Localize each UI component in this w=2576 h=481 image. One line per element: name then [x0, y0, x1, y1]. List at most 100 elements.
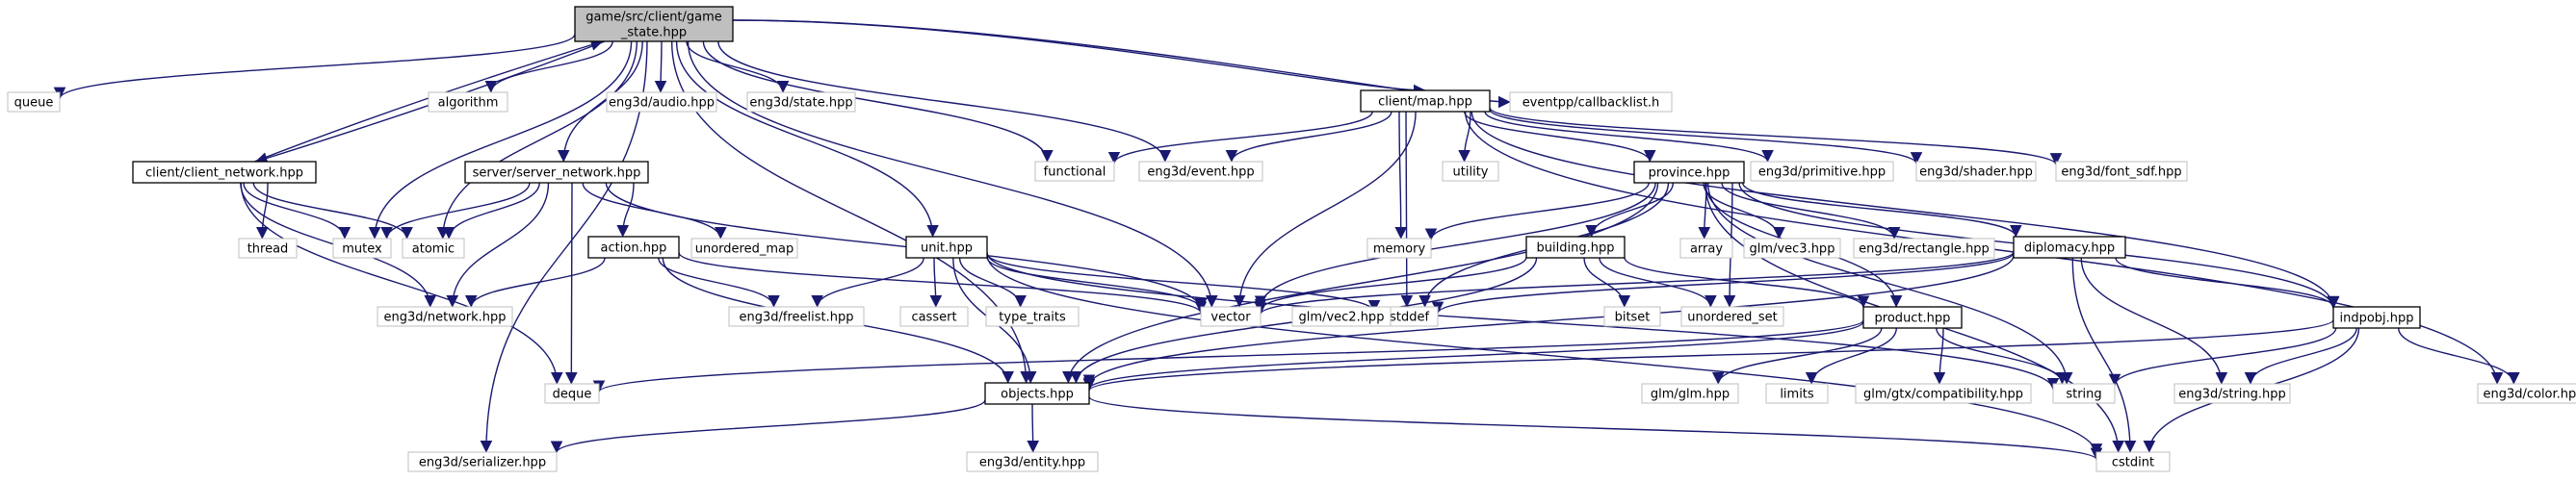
node-label: objects.hpp: [1001, 388, 1074, 402]
edge-arrow: [1088, 395, 2102, 461]
edge-diplomacy-to-cstdint: [2071, 257, 2137, 453]
node-box: [1855, 383, 2032, 404]
node-unit[interactable]: unit.hpp: [905, 236, 988, 259]
edge-game-state-to-server-network: [557, 40, 643, 163]
node-indpobj[interactable]: indpobj.hpp: [2332, 306, 2421, 329]
edge-arrow: [593, 319, 1864, 393]
edge-game-state-to-algorithm: [484, 40, 613, 93]
edge-arrow: [252, 182, 413, 240]
edge-objects-to-serializer: [550, 399, 986, 454]
edge-server-network-to-mutex: [380, 182, 531, 240]
node-box: [1641, 383, 1739, 404]
edge-map-to-utility: [1458, 111, 1471, 163]
node-label: server/server_network.hpp: [473, 166, 641, 181]
node-action[interactable]: action.hpp: [587, 236, 680, 259]
edge-server-network-to-atomic: [442, 182, 540, 240]
node-box: [377, 306, 513, 327]
edge-arrow: [1484, 111, 1774, 163]
edge-game-state-to-serializer: [480, 40, 648, 453]
edge-arrow: [2398, 327, 2520, 385]
node-label: eng3d/serializer.hpp: [419, 456, 546, 470]
node-label: eng3d/network.hpp: [383, 311, 506, 325]
node-label: product.hpp: [1875, 312, 1951, 326]
node-box: [7, 91, 61, 113]
node-product[interactable]: product.hpp: [1862, 306, 1963, 329]
node-label: client/map.hpp: [1378, 95, 1472, 110]
edge-game-state-to-unit: [675, 40, 939, 238]
edge-building-to-vector: [1254, 257, 1527, 312]
edge-arrow: [732, 19, 1426, 97]
edge-arrow: [1062, 182, 1659, 384]
node-string: string: [2052, 383, 2116, 404]
node-game-state[interactable]: game/src/client/game_state.hpp: [574, 6, 734, 42]
node-box: [132, 161, 317, 184]
edge-arrow: [557, 40, 643, 163]
node-box: [1633, 161, 1745, 184]
node-label: eng3d/string.hpp: [2178, 388, 2286, 402]
node-box: [1291, 306, 1392, 327]
node-label: diplomacy.hpp: [2024, 241, 2115, 256]
node-box: [905, 236, 988, 259]
node-utility: utility: [1442, 161, 1499, 182]
edge-map-to-indpobj: [1470, 111, 2340, 309]
edge-game-state-to-queue: [53, 34, 576, 100]
edge-province-to-string: [1706, 182, 2073, 385]
edge-indpobj-to-eng-string: [2244, 327, 2357, 385]
edge-arrow: [464, 257, 606, 308]
edge-arrow: [732, 19, 1511, 109]
node-label: algorithm: [438, 96, 499, 111]
node-deque: deque: [544, 383, 600, 404]
node-label: utility: [1453, 165, 1489, 180]
edge-arrow: [958, 257, 1027, 308]
edge-arrow: [2115, 257, 2340, 309]
edge-arrow: [1721, 182, 1901, 240]
edge-arrow: [436, 40, 638, 240]
edge-arrow: [368, 40, 633, 240]
node-cstdint: cstdint: [2095, 451, 2171, 472]
node-map[interactable]: client/map.hpp: [1360, 89, 1491, 113]
node-box: [1750, 161, 1894, 182]
edge-arrow: [480, 40, 648, 453]
node-box: [606, 91, 717, 113]
node-label: memory: [1373, 242, 1426, 257]
edge-product-to-deque: [593, 319, 1864, 393]
edge-province-to-diplomacy: [1742, 182, 2022, 238]
edge-unit-to-freelist: [811, 257, 924, 308]
edge-map-to-province: [1464, 111, 1656, 163]
node-label: functional: [1044, 165, 1106, 180]
node-event: eng3d/event.hpp: [1138, 161, 1263, 182]
node-memory: memory: [1366, 238, 1432, 259]
edge-arrow: [1712, 327, 1883, 385]
node-diplomacy[interactable]: diplomacy.hpp: [2013, 236, 2126, 259]
edge-arrow: [1082, 255, 2015, 387]
node-label: vector: [1210, 311, 1251, 325]
node-label: eng3d/primitive.hpp: [1758, 165, 1886, 180]
edge-objects-to-cstdint: [1088, 395, 2102, 461]
node-objects[interactable]: objects.hpp: [984, 382, 1090, 405]
node-label: limits: [1780, 388, 1814, 402]
node-client-network[interactable]: client/client_network.hpp: [132, 161, 317, 184]
edge-unit-to-cassert: [929, 257, 943, 308]
edge-arrow: [1027, 403, 1039, 453]
node-province[interactable]: province.hpp: [1633, 161, 1745, 184]
node-glm: glm/glm.hpp: [1641, 383, 1739, 404]
node-primitive: eng3d/primitive.hpp: [1750, 161, 1894, 182]
edge-game-state-to-atomic: [436, 40, 638, 240]
node-label: eng3d/freelist.hpp: [740, 311, 854, 325]
node-box: [1862, 306, 1963, 329]
edge-product-to-limits: [1805, 327, 1897, 385]
edge-arrow: [1489, 109, 1923, 165]
node-building[interactable]: building.hpp: [1525, 236, 1626, 259]
edge-diplomacy-to-cstddef: [1431, 252, 2015, 315]
node-label: deque: [553, 388, 592, 402]
node-queue: queue: [7, 91, 61, 113]
node-freelist: eng3d/freelist.hpp: [728, 306, 865, 327]
edge-unit-to-type-traits: [958, 257, 1027, 308]
edge-diplomacy-to-vector: [1254, 251, 2015, 316]
node-server-network[interactable]: server/server_network.hpp: [464, 161, 649, 184]
edge-arrow: [2071, 257, 2137, 453]
node-atomic: atomic: [402, 238, 465, 259]
edge-arrow: [1254, 251, 2015, 316]
edge-product-to-glm: [1712, 327, 1883, 385]
node-mutex: mutex: [332, 238, 392, 259]
